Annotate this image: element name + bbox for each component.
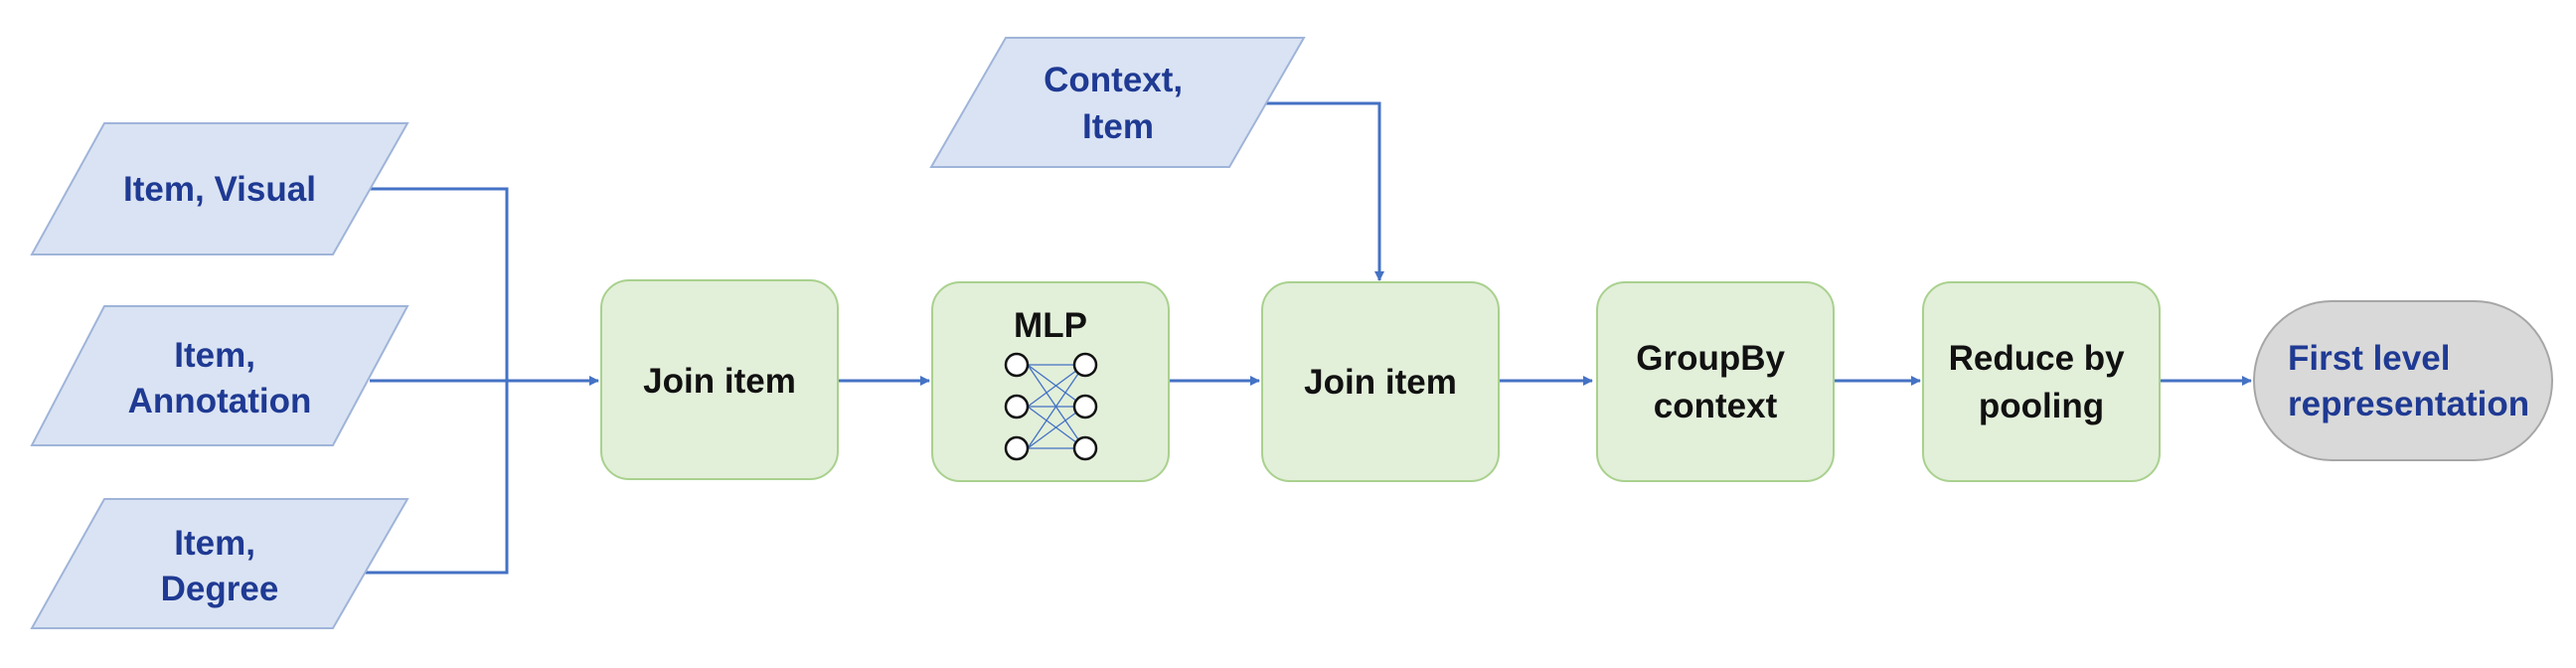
step-groupby-context: GroupBy context xyxy=(1596,281,1835,482)
output-label-line2: representation xyxy=(2288,385,2529,423)
svg-text:Item, Degree: Item, Degree xyxy=(161,524,279,608)
svg-text:MLP: MLP xyxy=(1014,306,1087,345)
step-mlp: MLP xyxy=(931,281,1170,482)
input-item-degree-line2: Degree xyxy=(161,570,279,608)
input-item-degree: Item, Degree xyxy=(30,498,409,629)
input-item-annotation: Item, Annotation xyxy=(30,305,409,446)
input-item-visual: Item, Visual xyxy=(30,122,409,255)
output-first-level-representation: First level representation xyxy=(2253,300,2553,461)
step-reduce-by-pooling: Reduce by pooling xyxy=(1922,281,2161,482)
output-label-line1: First level xyxy=(2288,339,2450,378)
svg-text:Context, Item: Context, Item xyxy=(1044,61,1193,146)
svg-text:GroupBy context: GroupBy context xyxy=(1636,339,1794,425)
input-item-annotation-line1: Item, xyxy=(174,336,255,375)
step-reduce-line1: Reduce by xyxy=(1949,339,2126,378)
input-context-item: Context, Item xyxy=(929,37,1306,168)
input-item-annotation-line2: Annotation xyxy=(128,382,312,420)
step-join-item-2-label: Join item xyxy=(1304,363,1457,402)
connectors xyxy=(363,101,2252,575)
connector-visual-to-join xyxy=(370,187,509,381)
step-reduce-line2: pooling xyxy=(1979,387,2104,425)
svg-text:Item, Annotation: Item, Annotation xyxy=(128,336,312,420)
connector-degree-to-join xyxy=(363,381,509,575)
neural-network-icon xyxy=(1004,352,1098,461)
svg-text:First level representati: First level representation xyxy=(2288,339,2529,423)
step-groupby-line2: context xyxy=(1654,387,1778,425)
svg-text:Join item: Join item xyxy=(1304,363,1457,402)
input-item-degree-line1: Item, xyxy=(174,524,255,563)
input-context-item-line1: Context, xyxy=(1044,61,1183,99)
svg-text:Join item: Join item xyxy=(643,362,796,401)
step-mlp-label: MLP xyxy=(1014,306,1087,345)
input-item-visual-label: Item, Visual xyxy=(123,170,316,209)
step-join-item-2: Join item xyxy=(1261,281,1500,482)
step-join-item-1: Join item xyxy=(600,279,839,480)
svg-text:Item, Visual: Item, Visual xyxy=(123,170,316,209)
step-groupby-line1: GroupBy xyxy=(1636,339,1785,378)
svg-text:Reduce by pooling: Reduce by pooling xyxy=(1949,339,2135,425)
step-join-item-1-label: Join item xyxy=(643,362,796,401)
connector-context-to-join2 xyxy=(1262,101,1384,281)
input-context-item-line2: Item xyxy=(1082,107,1154,146)
